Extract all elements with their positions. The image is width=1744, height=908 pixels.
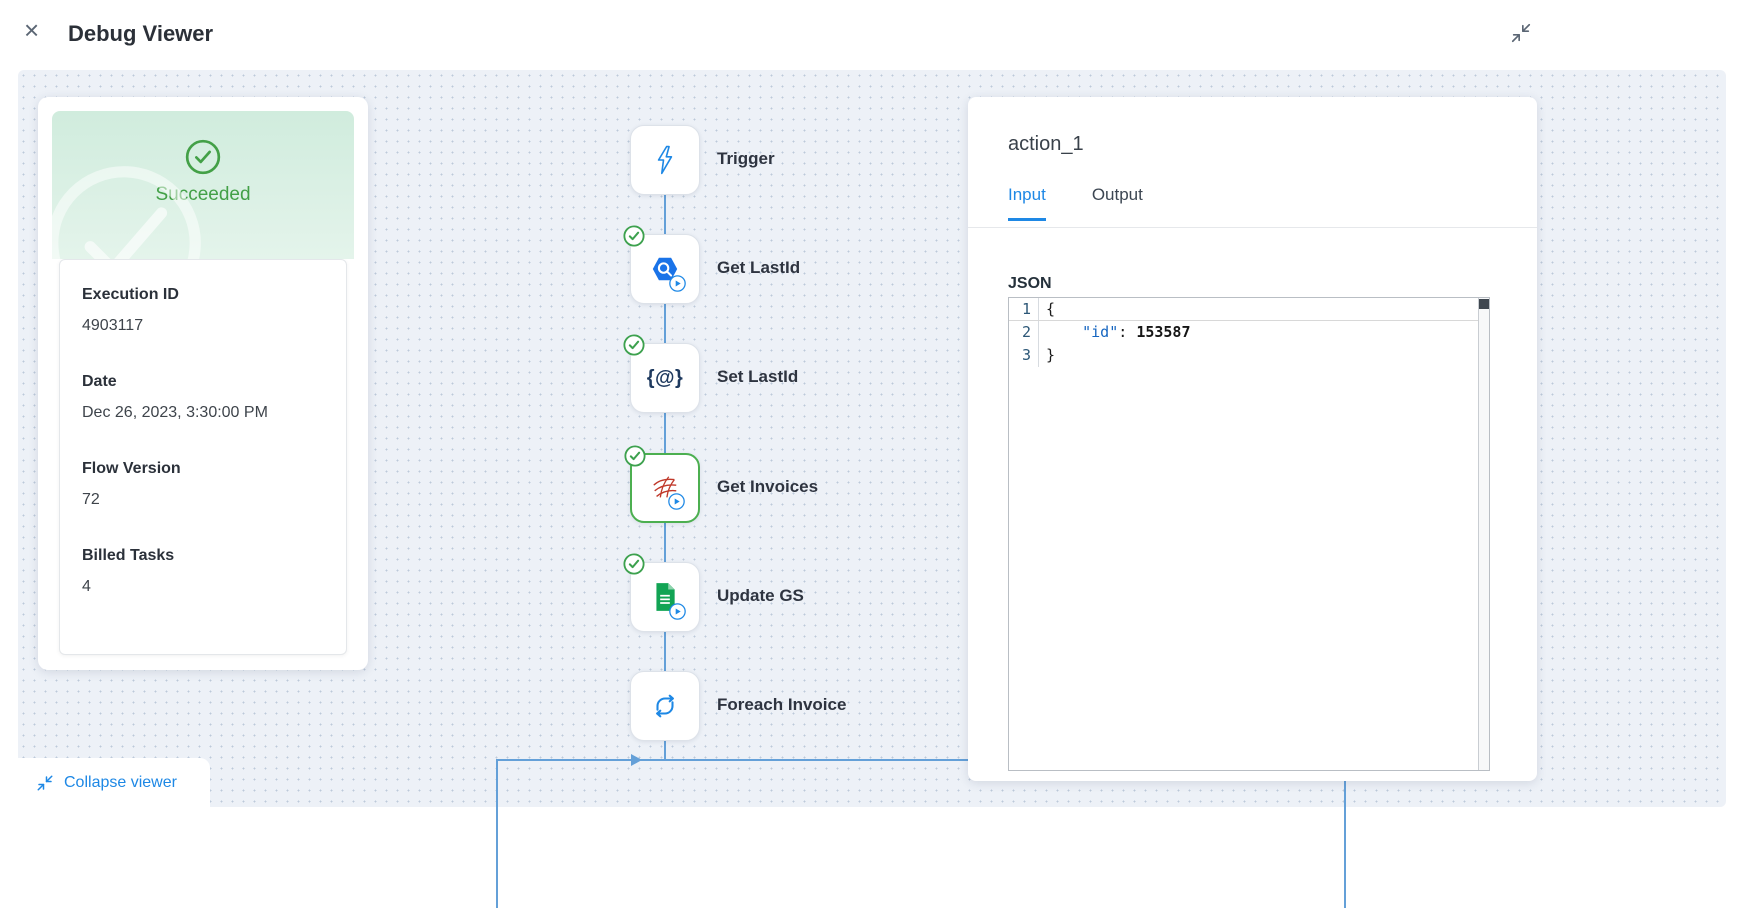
topbar: × Debug Viewer: [0, 0, 1744, 70]
node-label-get-lastid: Get LastId: [717, 258, 801, 277]
minimize-viewer-icon[interactable]: [1510, 22, 1534, 46]
line-number: 1: [1009, 298, 1039, 320]
json-key: "id": [1082, 323, 1119, 341]
json-section-label: JSON: [1008, 275, 1052, 292]
code-line: 2 "id": 153587: [1009, 321, 1489, 344]
editor-scrollbar-thumb[interactable]: [1479, 299, 1489, 309]
success-badge-icon: [623, 553, 645, 575]
node-label-get-invoices: Get Invoices: [717, 477, 819, 496]
check-watermark-icon: [52, 166, 201, 259]
node-set-lastid[interactable]: {@}: [623, 334, 700, 413]
loop-icon: [656, 694, 674, 718]
lightning-bolt-icon: [657, 145, 673, 175]
execution-details-card: Execution ID 4903117 Date Dec 26, 2023, …: [59, 259, 347, 655]
field-execution-id: Execution ID 4903117: [82, 286, 324, 335]
node-update-gs[interactable]: [623, 553, 700, 632]
field-label: Flow Version: [82, 460, 181, 477]
success-badge-icon: [623, 334, 645, 356]
line-number: 2: [1009, 321, 1039, 344]
json-separator: :: [1118, 323, 1137, 341]
page-title: Debug Viewer: [68, 21, 214, 46]
field-label: Execution ID: [82, 286, 179, 303]
field-date: Date Dec 26, 2023, 3:30:00 PM: [82, 373, 324, 422]
collapse-viewer-button[interactable]: Collapse viewer: [18, 758, 210, 807]
node-get-lastid[interactable]: [623, 225, 700, 304]
play-badge-icon: [668, 493, 685, 510]
json-code-editor[interactable]: 1 { 2 "id": 153587 3 }: [1008, 297, 1490, 771]
node-foreach-invoice[interactable]: [630, 671, 700, 741]
field-flow-version: Flow Version 72: [82, 460, 324, 509]
code-line: 3 }: [1009, 344, 1489, 367]
node-label-update-gs: Update GS: [717, 586, 804, 605]
play-badge-icon: [669, 275, 686, 292]
field-label: Date: [82, 373, 117, 390]
play-badge-icon: [669, 603, 686, 620]
node-label-set-lastid: Set LastId: [717, 367, 799, 386]
code-text: {: [1046, 300, 1056, 318]
node-label-trigger: Trigger: [717, 149, 775, 168]
field-value: Dec 26, 2023, 3:30:00 PM: [82, 404, 268, 421]
success-check-icon: [185, 139, 221, 175]
collapse-viewer-label: Collapse viewer: [64, 773, 177, 791]
execution-status-card: Succeeded Execution ID 4903117 Date Dec …: [38, 97, 368, 670]
code-indent: [1046, 323, 1082, 341]
tabs-divider: [968, 227, 1537, 228]
code-line: 1 {: [1009, 298, 1489, 321]
tab-input[interactable]: Input: [1008, 185, 1046, 221]
editor-scrollbar[interactable]: [1478, 298, 1489, 770]
storage-braces-icon: {@}: [646, 366, 684, 389]
code-text: }: [1046, 346, 1056, 364]
panel-title: action_1: [1008, 133, 1084, 155]
field-value: 4: [82, 578, 91, 595]
field-value: 72: [82, 491, 100, 508]
panel-tabs: Input Output: [1008, 185, 1143, 221]
json-value: 153587: [1136, 323, 1191, 341]
field-value: 4903117: [82, 317, 144, 334]
status-header: Succeeded: [52, 111, 354, 259]
close-icon[interactable]: ×: [24, 15, 40, 45]
field-label: Billed Tasks: [82, 547, 175, 564]
node-get-invoices[interactable]: [624, 445, 700, 523]
node-trigger[interactable]: [630, 125, 700, 195]
status-label: Succeeded: [155, 184, 251, 205]
code-text: "id": 153587: [1039, 321, 1191, 344]
success-badge-icon: [623, 225, 645, 247]
node-label-foreach-invoice: Foreach Invoice: [717, 695, 847, 714]
step-details-panel: action_1 Input Output JSON 1 { 2 "id": 1…: [968, 97, 1537, 781]
field-billed-tasks: Billed Tasks 4: [82, 547, 324, 596]
line-number: 3: [1009, 344, 1039, 367]
success-badge-icon: [624, 445, 646, 467]
collapse-arrows-icon: [37, 775, 53, 790]
tab-output[interactable]: Output: [1091, 185, 1143, 204]
